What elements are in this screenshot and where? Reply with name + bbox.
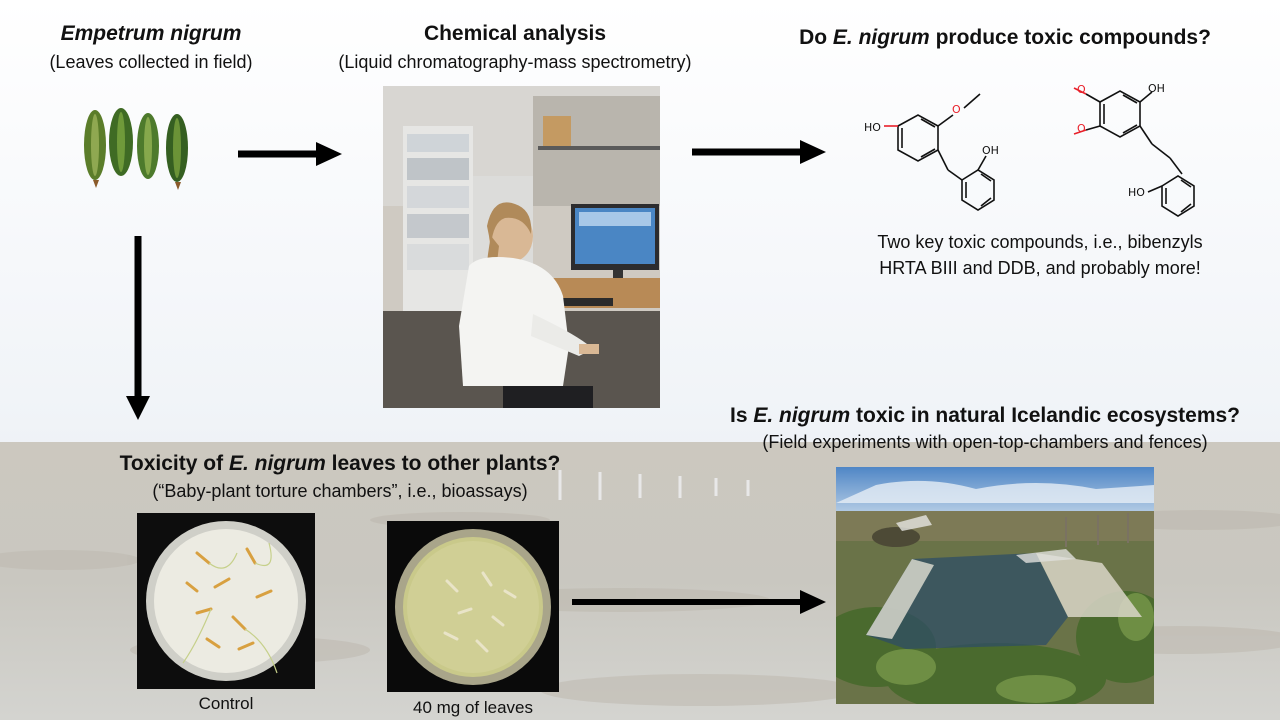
mol2-o-mid-label: O [1077,122,1086,135]
arrow-to-bioassay [126,236,150,420]
compounds-description-line1: Two key toxic compounds, i.e., bibenzyls [877,232,1203,252]
icelandic-title: Is E. nigrum toxic in natural Icelandic … [729,404,1240,427]
bibenzyl-structures: O HO OH O O OH HO [864,82,1195,217]
mol1-o-label: O [952,103,961,116]
bioassay-title: Toxicity of E. nigrum leaves to other pl… [119,452,561,475]
empetrum-subtitle: (Leaves collected in field) [49,52,253,72]
arrow-to-compounds [692,140,826,164]
compounds-title: Do E. nigrum produce toxic compounds? [799,26,1211,49]
treatment-caption: 40 mg of leaves [412,698,533,717]
chemical-title: Chemical analysis [423,22,607,45]
empetrum-title: Empetrum nigrum [60,22,242,45]
leaves-photo [84,108,188,190]
mol2-ho-label: HO [1128,186,1145,199]
arrow-to-chemical [238,142,342,166]
bioassay-subtitle: (“Baby-plant torture chambers”, i.e., bi… [152,481,528,501]
treatment-petri-dish-photo [387,521,559,692]
arrow-to-field [572,590,826,614]
lab-photo [383,86,660,408]
mol1-ho-label: HO [864,121,881,134]
icelandic-subtitle: (Field experiments with open-top-chamber… [762,432,1208,452]
chemical-subtitle: (Liquid chromatography-mass spectrometry… [338,52,692,72]
mol2-oh-label: OH [1148,82,1165,95]
mol2-o-top-label: O [1077,83,1086,96]
compounds-description-line2: HRTA BIII and DDB, and probably more! [879,258,1201,278]
field-chamber-photo [836,467,1154,704]
control-caption: Control [198,694,254,713]
control-petri-dish-photo [137,513,315,689]
mol1-oh-label: OH [982,144,999,157]
